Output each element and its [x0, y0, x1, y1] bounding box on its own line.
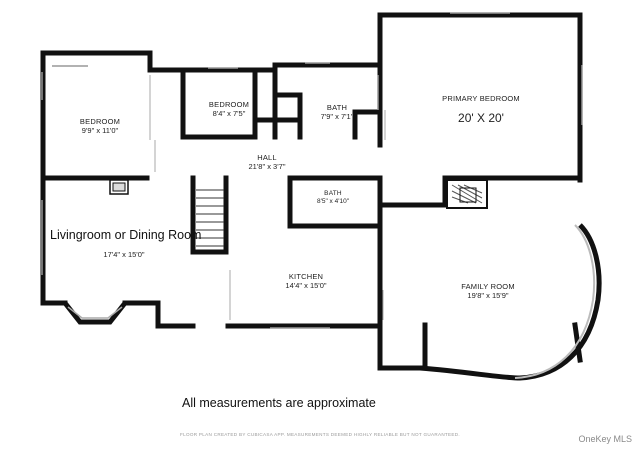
room-dimensions: 8'4" x 7'5" — [212, 109, 246, 119]
walls — [40, 12, 583, 371]
watermark: OneKey MLS — [578, 434, 632, 444]
room-name: HALL — [257, 153, 277, 162]
room-dimensions: 7'9" x 7'1" — [320, 112, 354, 122]
room-label-living-dim: 17'4" x 15'0" — [103, 250, 144, 259]
room-label-family-room: FAMILY ROOM 19'8" x 15'9" — [461, 282, 515, 301]
stairs — [196, 189, 224, 247]
living-bay-window — [67, 306, 123, 319]
footer-credit: FLOOR PLAN CREATED BY CUBICASA APP. MEAS… — [180, 432, 460, 437]
room-name: BATH — [326, 103, 348, 112]
room-label-bath-mid: BATH 8'5" x 4'10" — [317, 190, 349, 206]
room-dimensions: 14'4" x 15'0" — [285, 281, 327, 291]
room-name: KITCHEN — [288, 272, 324, 281]
room-label-kitchen: KITCHEN 14'4" x 15'0" — [285, 272, 326, 291]
measurement-note: All measurements are approximate — [182, 396, 376, 410]
room-name: FAMILY ROOM — [461, 282, 515, 291]
room-label-bedroom-mid: BEDROOM 8'4" x 7'5" — [209, 100, 249, 119]
room-dimensions: 20' X 20' — [458, 111, 504, 126]
room-name: PRIMARY BEDROOM — [442, 94, 520, 103]
room-name: BEDROOM — [208, 100, 250, 109]
room-dimensions: 17'4" x 15'0" — [103, 250, 145, 259]
room-name-living: Livingroom or Dining Room — [50, 228, 202, 242]
room-dimensions: 21'8" x 3'7" — [248, 162, 286, 172]
windows — [41, 12, 583, 329]
room-name: BATH — [324, 190, 342, 197]
room-label-bedroom-left: BEDROOM 9'9" x 11'0" — [80, 117, 120, 136]
room-label-bath-top: BATH 7'9" x 7'1" — [321, 103, 354, 122]
fireplace-family — [446, 179, 488, 209]
family-room-bay-wall — [419, 223, 602, 381]
room-dimensions: 9'9" x 11'0" — [81, 126, 119, 136]
room-name: BEDROOM — [79, 117, 121, 126]
room-label-primary-bedroom: PRIMARY BEDROOM 20' X 20' — [442, 94, 520, 126]
room-dimensions: 19'8" x 15'9" — [467, 291, 509, 301]
room-dimensions: 8'5" x 4'10" — [316, 198, 350, 206]
room-label-hall: HALL 21'8" x 3'7" — [249, 153, 286, 172]
family-room-bay-window — [514, 224, 596, 379]
fireplace-living — [109, 179, 129, 195]
living-bay-wall — [63, 301, 127, 325]
doors — [149, 75, 386, 320]
